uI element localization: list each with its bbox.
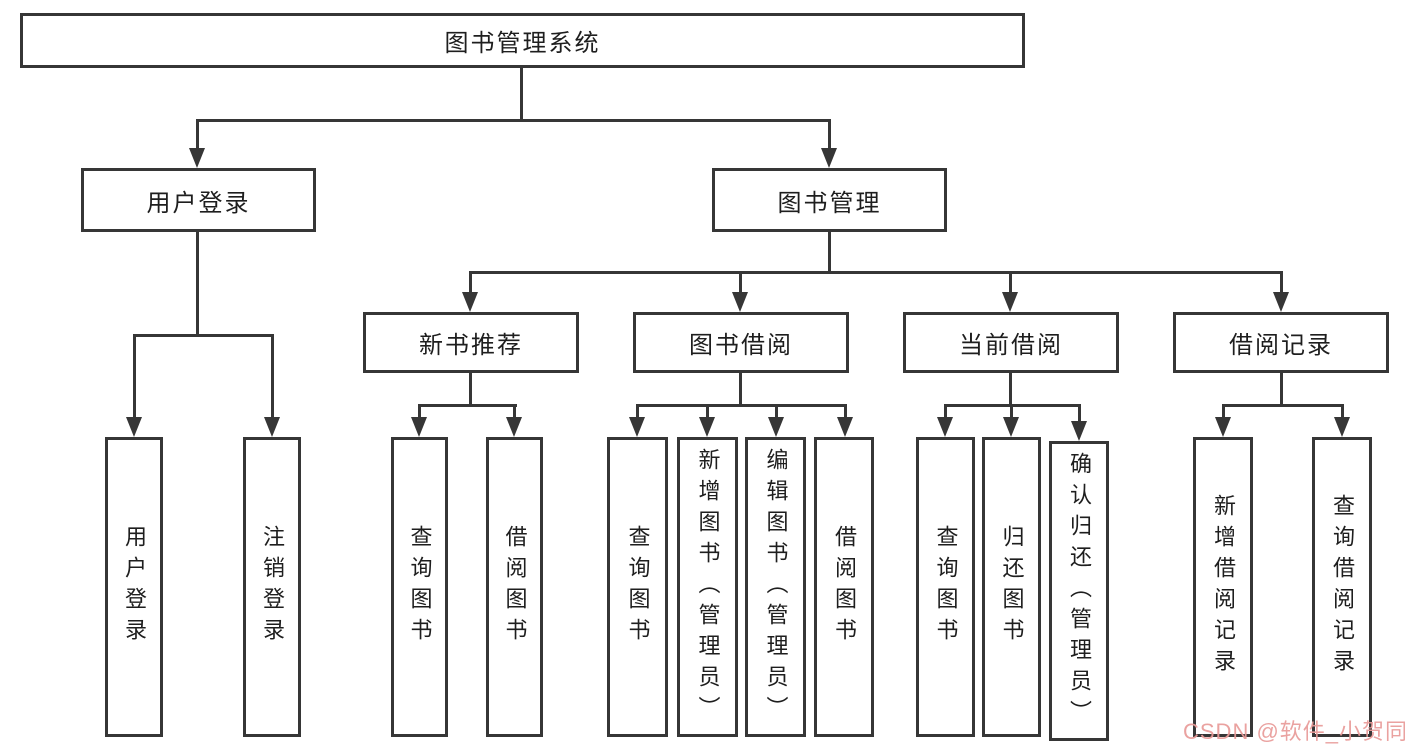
leaf-br-query-record-label: 查询借阅记录 [1330,494,1355,680]
connector-line [133,334,274,337]
leaf-cb-query-books: 查询图书 [916,437,975,737]
node-book-management-label: 图书管理 [777,189,882,217]
leaf-bb-query-books-label: 查询图书 [625,525,651,649]
arrow-down [629,417,645,437]
connector-line [1010,404,1013,420]
leaf-br-add-record-label: 新增借阅记录 [1211,494,1236,680]
node-current-borrow: 当前借阅 [903,312,1119,373]
leaf-cb-return-books: 归还图书 [982,437,1041,737]
arrow-down [411,417,427,437]
arrow-down [699,417,715,437]
leaf-br-query-record: 查询借阅记录 [1312,437,1372,737]
node-root-label: 图书管理系统 [444,30,601,57]
leaf-nb-query-books: 查询图书 [391,437,448,737]
leaf-nb-query-books-label: 查询图书 [407,525,433,649]
connector-line [1280,373,1283,407]
arrow-down [264,417,280,437]
node-new-book-recommend-label: 新书推荐 [419,332,523,359]
leaf-cb-return-books-label: 归还图书 [999,525,1025,649]
connector-line [1009,271,1012,294]
leaf-br-add-record: 新增借阅记录 [1193,437,1253,737]
leaf-user-login: 用户登录 [105,437,163,737]
arrow-down [1334,417,1350,437]
node-root: 图书管理系统 [20,13,1025,68]
connector-line [636,404,847,407]
arrow-down [821,148,837,168]
connector-line [1222,404,1344,407]
connector-line [828,119,831,150]
connector-line [469,271,472,294]
connector-line [828,232,831,274]
arrow-down [1002,292,1018,312]
node-borrow-records: 借阅记录 [1173,312,1389,373]
connector-line [271,334,274,420]
connector-line [469,271,1283,274]
connector-line [844,404,847,420]
connector-line [706,404,709,420]
connector-line [133,334,136,420]
connector-line [196,232,199,336]
arrow-down [1071,421,1087,441]
node-book-borrow: 图书借阅 [633,312,849,373]
connector-line [739,373,742,407]
leaf-bb-query-books: 查询图书 [607,437,668,737]
connector-line [513,404,516,420]
node-current-borrow-label: 当前借阅 [959,332,1063,359]
connector-line [418,404,421,420]
node-book-management: 图书管理 [712,168,947,232]
leaf-cb-confirm-return-admin: 确认归还（管理员） [1049,441,1109,741]
leaf-cb-confirm-return-admin-label: 确认归还（管理员） [1067,451,1092,731]
connector-line [944,404,947,420]
node-user-login: 用户登录 [81,168,316,232]
arrow-down [768,417,784,437]
connector-line [636,404,639,420]
connector-line [196,119,199,150]
csdn-watermark: CSDN @软件_小贺同学 [1183,719,1405,744]
leaf-bb-add-books-admin: 新增图书（管理员） [677,437,738,737]
arrow-down [506,417,522,437]
connector-line [1341,404,1344,420]
arrow-down [937,417,953,437]
arrow-down [1273,292,1289,312]
arrow-down [732,292,748,312]
connector-line [1009,373,1012,407]
arrow-down [126,417,142,437]
leaf-bb-edit-books-admin-label: 编辑图书（管理员） [763,447,789,727]
node-user-login-label: 用户登录 [146,189,251,217]
connector-line [1280,271,1283,294]
node-new-book-recommend: 新书推荐 [363,312,579,373]
connector-line [739,271,742,294]
arrow-down [1003,417,1019,437]
connector-line [418,404,517,407]
leaf-bb-borrow-books-label: 借阅图书 [832,525,857,649]
connector-line [469,373,472,407]
leaf-bb-add-books-admin-label: 新增图书（管理员） [695,447,721,727]
arrow-down [837,417,853,437]
arrow-down [1215,417,1231,437]
connector-line [520,68,523,122]
connector-line [775,404,778,420]
leaf-nb-borrow-books: 借阅图书 [486,437,543,737]
connector-line [1222,404,1225,420]
leaf-bb-edit-books-admin: 编辑图书（管理员） [745,437,806,737]
node-borrow-records-label: 借阅记录 [1229,332,1333,359]
node-book-borrow-label: 图书借阅 [689,332,793,359]
leaf-user-login-label: 用户登录 [122,525,147,649]
arrow-down [462,292,478,312]
connector-line [1078,404,1081,424]
leaf-logout: 注销登录 [243,437,301,737]
arrow-down [189,148,205,168]
connector-line [196,119,831,122]
leaf-logout-label: 注销登录 [260,525,285,649]
leaf-nb-borrow-books-label: 借阅图书 [502,525,528,649]
leaf-cb-query-books-label: 查询图书 [933,525,959,649]
leaf-bb-borrow-books: 借阅图书 [814,437,874,737]
